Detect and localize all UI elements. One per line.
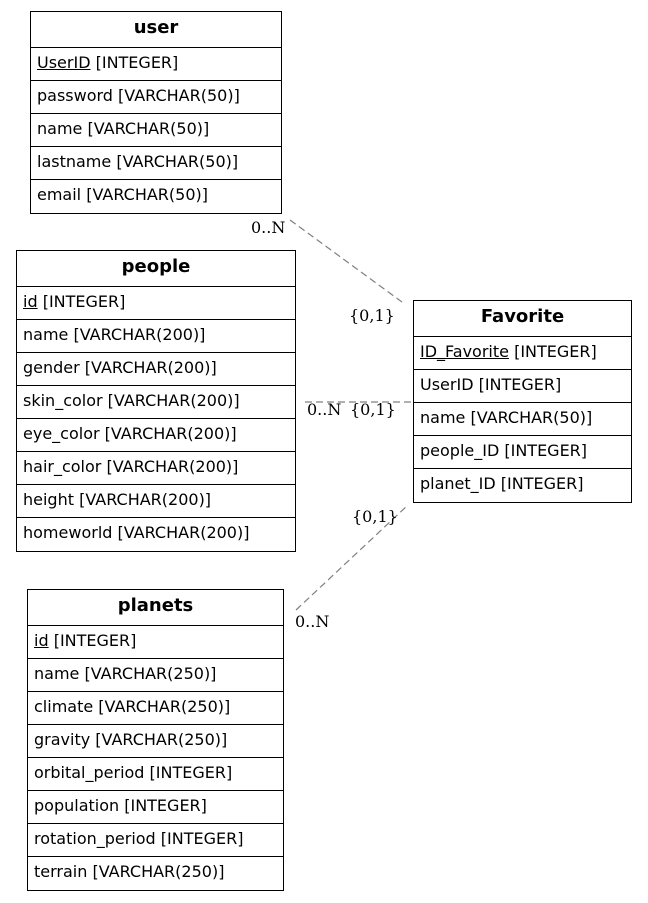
cardinality-favorite-planets-side: {0,1} bbox=[352, 507, 398, 526]
entity-people[interactable]: people id [INTEGER] name [VARCHAR(200)] … bbox=[16, 250, 296, 552]
entity-attribute: homeworld [VARCHAR(200)] bbox=[23, 523, 250, 542]
entity-planets[interactable]: planets id [INTEGER] name [VARCHAR(250)]… bbox=[27, 589, 284, 891]
attribute-type: [INTEGER] bbox=[508, 342, 597, 361]
entity-attribute: UserID [INTEGER] bbox=[414, 370, 631, 403]
entity-attribute: height [VARCHAR(200)] bbox=[17, 485, 295, 518]
entity-attribute: gravity [VARCHAR(250)] bbox=[28, 725, 283, 758]
cardinality-favorite-user-side: {0,1} bbox=[349, 306, 395, 325]
entity-attribute: skin_color [VARCHAR(200)] bbox=[17, 386, 295, 419]
entity-attribute: rotation_period [INTEGER] bbox=[28, 824, 283, 857]
primary-key: ID_Favorite bbox=[420, 342, 509, 361]
entity-attribute: orbital_period [INTEGER] bbox=[28, 758, 283, 791]
entity-attribute: id [INTEGER] bbox=[28, 626, 283, 659]
entity-title: Favorite bbox=[414, 301, 631, 337]
entity-attribute: climate [VARCHAR(250)] bbox=[28, 692, 283, 725]
entity-attribute: terrain [VARCHAR(250)] bbox=[34, 862, 225, 881]
attribute-type: [INTEGER] bbox=[90, 53, 179, 72]
entity-attribute: lastname [VARCHAR(50)] bbox=[31, 147, 281, 180]
entity-attribute: eye_color [VARCHAR(200)] bbox=[17, 419, 295, 452]
entity-attribute: people_ID [INTEGER] bbox=[414, 436, 631, 469]
entity-user[interactable]: user UserID [INTEGER] password [VARCHAR(… bbox=[30, 11, 282, 214]
primary-key: id bbox=[34, 631, 49, 650]
entity-title: user bbox=[31, 12, 281, 48]
entity-attribute: gender [VARCHAR(200)] bbox=[17, 353, 295, 386]
entity-attribute: name [VARCHAR(50)] bbox=[31, 114, 281, 147]
attribute-type: [INTEGER] bbox=[48, 631, 137, 650]
cardinality-planets-side: 0..N bbox=[295, 612, 330, 631]
primary-key: UserID bbox=[37, 53, 91, 72]
attribute-type: [INTEGER] bbox=[37, 292, 126, 311]
entity-attribute: email [VARCHAR(50)] bbox=[37, 185, 208, 204]
entity-attribute: name [VARCHAR(50)] bbox=[414, 403, 631, 436]
entity-attribute: name [VARCHAR(250)] bbox=[28, 659, 283, 692]
entity-favorite[interactable]: Favorite ID_Favorite [INTEGER] UserID [I… bbox=[413, 300, 632, 503]
cardinality-user-side: 0..N bbox=[251, 218, 286, 237]
entity-attribute: name [VARCHAR(200)] bbox=[17, 320, 295, 353]
link-planets-favorite bbox=[295, 504, 409, 611]
entity-attribute: UserID [INTEGER] bbox=[31, 48, 281, 81]
entity-attribute: planet_ID [INTEGER] bbox=[420, 474, 584, 493]
entity-attribute: hair_color [VARCHAR(200)] bbox=[17, 452, 295, 485]
cardinality-people-side: 0..N bbox=[307, 400, 342, 419]
primary-key: id bbox=[23, 292, 38, 311]
entity-title: people bbox=[17, 251, 295, 287]
entity-attribute: id [INTEGER] bbox=[17, 287, 295, 320]
entity-attribute: population [INTEGER] bbox=[28, 791, 283, 824]
entity-title: planets bbox=[28, 590, 283, 626]
entity-attribute: ID_Favorite [INTEGER] bbox=[414, 337, 631, 370]
cardinality-favorite-people-side: {0,1} bbox=[350, 400, 396, 419]
entity-attribute: password [VARCHAR(50)] bbox=[31, 81, 281, 114]
link-user-favorite bbox=[289, 219, 403, 303]
